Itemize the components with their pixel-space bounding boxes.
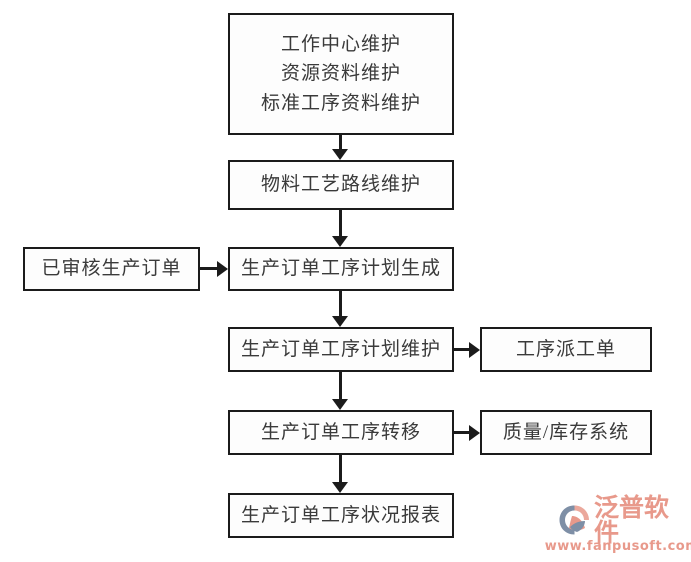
node-quality-inventory[interactable]: 质量/库存系统 — [480, 410, 652, 455]
node-process-transfer-label: 生产订单工序转移 — [260, 421, 421, 443]
arrow-right-icon-process-transfer-to-quality-inventory — [469, 425, 480, 441]
node-material-route-label: 物料工艺路线维护 — [260, 174, 421, 196]
arrow-master-data-to-material-route-stem — [339, 135, 342, 149]
arrow-right-icon-approved-order-to-plan-generate — [217, 261, 228, 277]
arrow-down-icon-plan-maintain-to-process-transfer — [332, 399, 348, 410]
arrow-material-route-to-plan-generate-stem — [339, 210, 342, 236]
watermark-brand-name: 泛普软件 — [594, 493, 670, 547]
node-master-data-line-2: 资源资料维护 — [280, 63, 401, 85]
node-plan-maintain-label: 生产订单工序计划维护 — [240, 338, 441, 360]
watermark-logo: 泛普软件 www.fanpusoft.com — [545, 495, 691, 558]
node-plan-generate[interactable]: 生产订单工序计划生成 — [228, 247, 454, 291]
node-approved-order[interactable]: 已审核生产订单 — [23, 247, 200, 291]
arrow-approved-order-to-plan-generate-stem — [200, 267, 217, 270]
node-quality-inventory-label: 质量/库存系统 — [502, 421, 630, 443]
node-dispatch-note-label: 工序派工单 — [515, 338, 616, 360]
arrow-process-transfer-to-status-report-stem — [339, 455, 342, 482]
arrow-plan-maintain-to-process-transfer-stem — [339, 372, 342, 399]
node-master-data-line-3: 标准工序资料维护 — [260, 92, 421, 114]
node-plan-generate-label: 生产订单工序计划生成 — [240, 258, 441, 280]
node-plan-maintain[interactable]: 生产订单工序计划维护 — [228, 327, 454, 372]
node-status-report[interactable]: 生产订单工序状况报表 — [228, 493, 454, 538]
node-master-data-line-1: 工作中心维护 — [280, 33, 401, 55]
arrow-down-icon-process-transfer-to-status-report — [332, 482, 348, 493]
watermark-url: www.fanpusoft.com — [544, 539, 691, 554]
watermark-logo-row: 泛普软件 — [558, 495, 686, 545]
arrow-plan-generate-to-plan-maintain-stem — [339, 291, 342, 316]
arrow-process-transfer-to-quality-inventory-stem — [454, 431, 469, 434]
arrow-down-icon-master-data-to-material-route — [332, 149, 348, 160]
arrow-plan-maintain-to-dispatch-note-stem — [454, 348, 469, 351]
arrow-right-icon-plan-maintain-to-dispatch-note — [469, 342, 480, 358]
node-material-route[interactable]: 物料工艺路线维护 — [228, 160, 454, 210]
node-master-data[interactable]: 工作中心维护 资源资料维护 标准工序资料维护 — [228, 13, 454, 135]
arrow-down-icon-material-route-to-plan-generate — [332, 236, 348, 247]
node-approved-order-label: 已审核生产订单 — [41, 258, 182, 280]
node-status-report-label: 生产订单工序状况报表 — [240, 504, 441, 526]
node-dispatch-note[interactable]: 工序派工单 — [480, 327, 652, 372]
arrow-down-icon-plan-generate-to-plan-maintain — [332, 316, 348, 327]
node-process-transfer[interactable]: 生产订单工序转移 — [228, 410, 454, 455]
fanpu-swoosh-logo-icon — [559, 505, 589, 535]
